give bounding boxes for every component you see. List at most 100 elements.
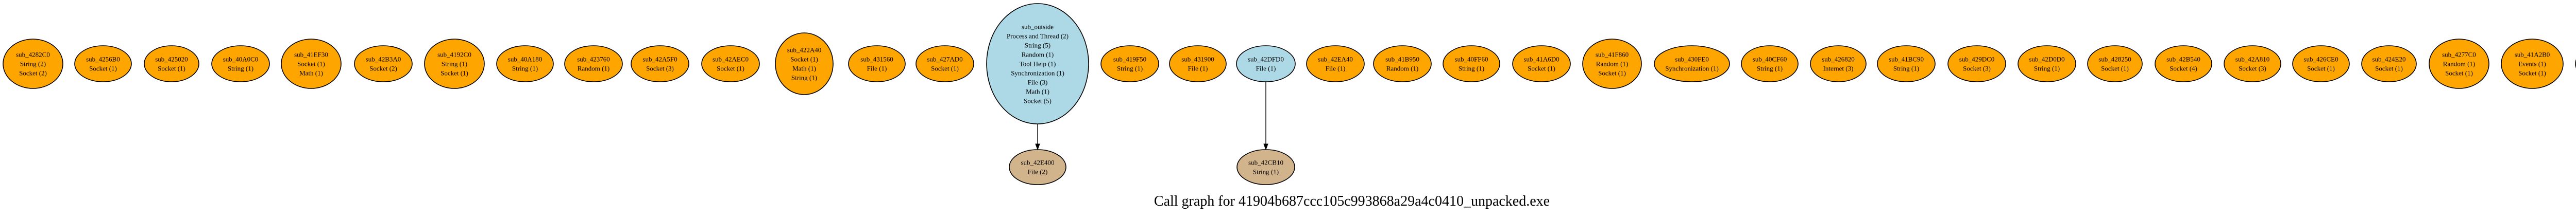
node-function-name: sub_42AEC0 [713,56,749,63]
node-api-count: Socket (3) [1963,65,1991,72]
node-ellipse [211,45,270,82]
node-ellipse [1810,45,1867,82]
node-api-count: Socket (2) [369,65,397,72]
node-function-name: sub_431900 [1181,56,1214,63]
node-function-name: sub_426820 [1822,56,1855,63]
node-ellipse [281,39,342,89]
node-api-count: String (5) [1025,42,1050,49]
node-api-count: String (1) [2034,65,2060,72]
node-api-count: Process and Thread (2) [1007,32,1069,40]
node-api-count: Internet (3) [1823,65,1854,72]
node-function-name: sub_419F50 [1113,56,1146,63]
node-api-count: File (1) [867,65,887,72]
node-function-name: sub_41A6D0 [1523,56,1559,63]
node-ellipse [564,45,623,82]
node-function-name: sub_42A5F0 [642,56,677,63]
node-ellipse [1741,45,1799,82]
node-function-name: sub_428250 [2098,56,2131,63]
node-api-count: Random (1) [2443,60,2475,68]
node-api-count: Socket (5) [1024,97,1052,105]
node-function-name: sub_431560 [860,56,893,63]
node-api-count: File (3) [1028,79,1048,86]
node-api-count: Random (1) [1596,60,1628,68]
node-ellipse [986,3,1089,124]
node-ellipse [2224,45,2281,82]
node-ellipse [631,45,689,82]
node-function-name: sub_41BC90 [1889,56,1924,63]
node-function-name: sub_40FF60 [1454,56,1488,63]
graph-title: Call graph for 41904b687ccc105c993868a29… [1154,193,1550,209]
call-edge [1035,124,1040,151]
node-api-count: Socket (2) [19,69,47,77]
node-api-count: String (1) [1117,65,1143,72]
node-api-count: Synchronization (1) [1011,69,1064,77]
node-function-name: sub_42B540 [2166,56,2200,63]
node-api-count: Socket (1) [1598,69,1626,77]
node-api-count: String (2) [20,60,46,68]
node-function-name: sub_42A810 [2235,56,2269,63]
call-edge [1263,82,1268,151]
node-function-name: sub_42B3A0 [366,56,401,63]
node-ellipse [1009,149,1066,185]
node-ellipse [2155,45,2212,82]
node-function-name: sub_427AD0 [927,56,962,63]
node-function-name: sub_outside [1022,23,1054,31]
node-function-name: sub_425020 [155,56,188,63]
node-api-count: Math (1) [1026,88,1049,96]
node-api-count: Socket (1) [790,56,818,63]
node-api-count: String (1) [791,74,817,82]
node-ellipse [2292,45,2350,82]
node-ellipse [701,45,760,82]
node-function-name: sub_41EF30 [294,51,328,59]
arrowhead-icon [1263,143,1268,151]
node-function-name: sub_430FE0 [1675,56,1709,63]
node-function-name: sub_41A2B0 [2515,51,2550,59]
node-ellipse [3,39,63,89]
node-ellipse [1443,45,1500,82]
node-ellipse [2429,39,2489,89]
node-api-count: Socket (1) [297,60,325,68]
node-ellipse [848,45,906,82]
node-ellipse [424,39,485,89]
node-api-count: Tool Help (1) [1020,60,1056,68]
node-api-count: String (1) [228,65,253,72]
node-function-name: sub_41F860 [1596,51,1629,59]
node-api-count: Socket (1) [89,65,117,72]
node-function-name: sub_4277C0 [2442,51,2476,59]
node-ellipse [354,45,413,82]
node-api-count: Socket (1) [1528,65,1555,72]
node-ellipse [74,45,132,82]
node-function-name: sub_42DFD0 [1248,56,1284,63]
node-api-count: File (2) [1028,168,1048,176]
node-api-count: String (1) [1757,65,1783,72]
node-function-name: sub_4192C0 [437,51,471,59]
node-api-count: Socket (1) [2518,69,2546,77]
node-api-count: Random (1) [1386,65,1418,72]
node-function-name: sub_40A0C0 [223,56,259,63]
node-ellipse [1169,45,1227,82]
node-ellipse [1512,45,1571,82]
node-ellipse [775,32,834,95]
edges-layer [1035,82,1268,151]
node-function-name: sub_4282C0 [16,51,50,59]
node-api-count: Socket (1) [2101,65,2129,72]
node-ellipse [916,45,974,82]
node-function-name: sub_40A180 [508,56,542,63]
node-ellipse [496,45,554,82]
